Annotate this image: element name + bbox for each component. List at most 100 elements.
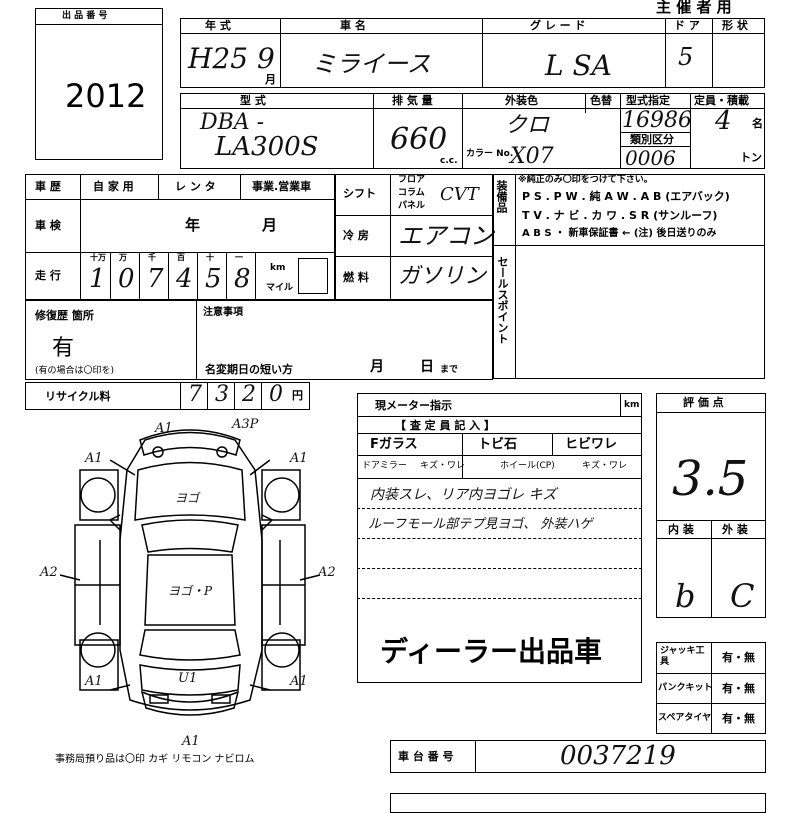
recycle-digit-cell: 0 bbox=[261, 382, 288, 410]
type-designation-label: 型式指定 bbox=[626, 94, 670, 107]
exterior-label: 外 装 bbox=[722, 523, 748, 536]
name-change-day: 日 bbox=[420, 359, 434, 375]
form-title: 主 催 者 用 bbox=[656, 0, 732, 16]
mile-label: マイル bbox=[266, 283, 294, 293]
fuel-label: 燃 料 bbox=[343, 271, 369, 284]
shape-label: 形 状 bbox=[722, 19, 748, 32]
recycle-digit-cell: 2 bbox=[234, 382, 261, 410]
color-change-label: 色替 bbox=[590, 94, 612, 107]
mileage-digit: 5 bbox=[205, 264, 222, 294]
inspector-label: 【 査 定 員 記 入 】 bbox=[395, 419, 495, 432]
model-block bbox=[180, 93, 765, 169]
grade-label: グ レ ー ド bbox=[530, 19, 586, 32]
ac-value: エアコン bbox=[398, 222, 494, 250]
capacity-unit-ton: トン bbox=[740, 151, 762, 164]
chassis-label: 車 台 番 号 bbox=[398, 750, 454, 763]
km-label: km bbox=[270, 263, 286, 273]
diagram-mark-front-a1: A1 bbox=[155, 421, 173, 436]
diagram-mark-right-rear-a1: A1 bbox=[290, 674, 308, 689]
recycle-digit: 2 bbox=[242, 382, 256, 407]
spec-block bbox=[335, 174, 493, 300]
chip-label: トビ石 bbox=[478, 437, 518, 452]
name-change-month: 月 bbox=[370, 359, 384, 375]
recycle-digit-cell: 7 bbox=[180, 382, 207, 410]
category-value: 0006 bbox=[625, 146, 676, 170]
recycle-digit-cell: 3 bbox=[207, 382, 234, 410]
category-label: 類別区分 bbox=[630, 133, 674, 146]
fglass-label: Fガラス bbox=[370, 437, 418, 452]
diagram-mark-right-front-a1: A1 bbox=[290, 451, 308, 466]
diagram-roof-note: ヨゴ bbox=[175, 491, 200, 505]
scratch-crack-2: キズ・ワレ bbox=[582, 461, 628, 471]
office-items-note: 事務局預り品は〇印 カギ リモコン ナビロム bbox=[55, 754, 255, 765]
grade-value: L SA bbox=[545, 49, 612, 82]
recycle-digit: 7 bbox=[188, 382, 202, 407]
mileage-unit-label: 千 bbox=[148, 253, 156, 262]
color-no-label: カラー No. bbox=[466, 149, 514, 159]
km-box bbox=[298, 258, 328, 294]
diagram-mark-rear-a1: A1 bbox=[182, 734, 200, 749]
displacement-label: 排 気 量 bbox=[392, 94, 433, 107]
diagram-body-note: ヨゴ・P bbox=[168, 584, 213, 598]
bottom-block bbox=[390, 793, 766, 813]
capacity-value: 4 bbox=[715, 106, 732, 136]
mileage-unit-label: 万 bbox=[119, 253, 127, 262]
model-line2: LA300S bbox=[215, 132, 319, 162]
crack-label: ヒビワレ bbox=[565, 437, 618, 452]
chassis-value: 0037219 bbox=[560, 741, 676, 771]
recycle-digit: 3 bbox=[215, 382, 229, 407]
equipment-block bbox=[493, 174, 765, 379]
model-label: 型 式 bbox=[240, 94, 266, 107]
mileage-digit: 1 bbox=[89, 264, 106, 294]
year-label: 年 式 bbox=[205, 19, 231, 32]
jack-have-none: 有・無 bbox=[722, 651, 755, 664]
recycle-digit: 0 bbox=[269, 382, 283, 407]
scratch-crack-1: キズ・ワレ bbox=[420, 461, 466, 471]
diagram-mark-left-rear-a1: A1 bbox=[85, 674, 103, 689]
repair-label: 修復歴 箇所 bbox=[35, 309, 94, 322]
remark-1: 内装スレ、リア内ヨゴレ キズ bbox=[370, 487, 557, 503]
equipment-label: 装備品 bbox=[495, 180, 508, 213]
shift-option-column: コラム bbox=[398, 188, 425, 198]
equipment-line3: A B S ・ 新車保証書 ← (注) 後日送りのみ bbox=[522, 228, 717, 239]
model-line1: DBA - bbox=[200, 110, 265, 135]
diagram-mark-front-a3p: A3P bbox=[232, 417, 259, 432]
mileage-digit: 7 bbox=[147, 264, 164, 294]
chassis-block bbox=[390, 740, 766, 773]
year-value: H25 9 bbox=[188, 42, 275, 75]
vehicle-info-block bbox=[180, 18, 765, 88]
repair-note: (有の場合は〇印を) bbox=[35, 366, 115, 376]
lot-number-label: 出 品 番 号 bbox=[62, 11, 108, 21]
private-label: 自 家 用 bbox=[93, 180, 134, 193]
interior-label: 内 装 bbox=[668, 523, 694, 536]
meter-label: 現メーター指示 bbox=[375, 399, 452, 412]
door-value: 5 bbox=[678, 43, 694, 71]
diagram-mark-left-front-a1: A1 bbox=[85, 451, 103, 466]
lot-number-box bbox=[35, 8, 163, 160]
door-mirror-label: ドアミラー bbox=[362, 461, 407, 471]
mileage-unit-label: 一 bbox=[235, 253, 243, 262]
remark-2: ルーフモール部テプ見ヨゴ、 外装ハゲ bbox=[368, 517, 593, 532]
inspection-month-label: 月 bbox=[262, 216, 278, 234]
diagram-mark-left-a2: A2 bbox=[40, 565, 58, 580]
name-label: 車 名 bbox=[340, 19, 366, 32]
notice-label: 注意事項 bbox=[203, 307, 243, 318]
inspection-year-label: 年 bbox=[185, 216, 201, 234]
recycle-block bbox=[25, 382, 310, 410]
exterior-color-label: 外装色 bbox=[505, 94, 538, 107]
capacity-label: 定員・積載 bbox=[694, 94, 749, 107]
exterior-color-value: クロ bbox=[505, 113, 550, 138]
shift-option-panel: パネル bbox=[398, 201, 426, 211]
rental-label: レ ン タ bbox=[175, 180, 216, 193]
spare-have-none: 有・無 bbox=[722, 712, 755, 725]
interior-value: b bbox=[675, 577, 696, 615]
door-label: ド ア bbox=[674, 19, 700, 32]
history-block bbox=[25, 174, 335, 300]
shift-option-floor: フロア bbox=[398, 175, 426, 185]
mileage-digit: 4 bbox=[176, 264, 193, 294]
